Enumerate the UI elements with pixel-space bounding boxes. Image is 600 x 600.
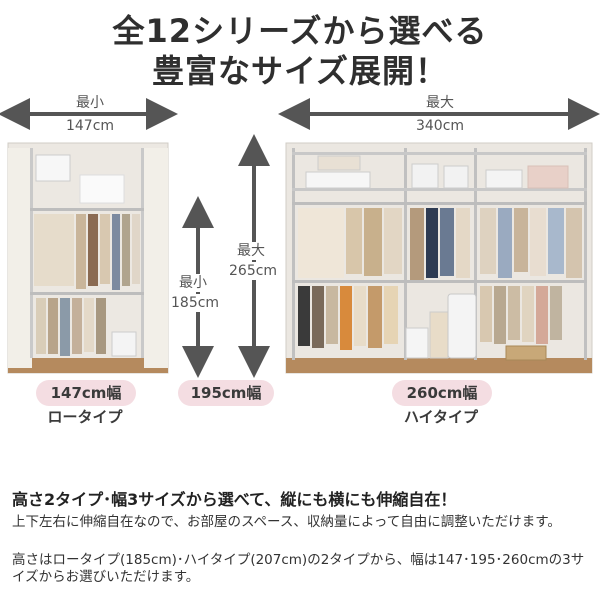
description-paragraph-1: 上下左右に伸縮自在なので、お部屋のスペース、収納量によって自由に調整いただけます… <box>12 514 561 530</box>
low-type-photo <box>7 142 169 374</box>
low-type-width-badge: 147cm幅 <box>36 380 136 406</box>
max-height-value: 265cm <box>228 262 279 280</box>
min-width-caption: 最小 <box>76 95 104 111</box>
mid-width-badge: 195cm幅 <box>178 380 274 406</box>
description-headline: 高さ2タイプ･幅3サイズから選べて、縦にも横にも伸縮自在！ <box>12 490 457 509</box>
max-height-caption: 最大 <box>236 242 266 260</box>
title-line-1: 全12シリーズから選べる <box>112 12 488 50</box>
high-type-photo <box>285 142 593 374</box>
max-width-caption: 最大 <box>426 95 454 111</box>
min-height-value: 185cm <box>170 294 221 312</box>
high-type-label: ハイタイプ <box>403 408 479 426</box>
min-height-caption: 最小 <box>178 274 208 292</box>
description-paragraph-2: 高さはロータイプ(185cm)･ハイタイプ(207cm)の2タイプから、幅は14… <box>12 552 585 585</box>
high-type-width-badge: 260cm幅 <box>392 380 492 406</box>
title-line-2: 豊富なサイズ展開！ <box>151 52 449 90</box>
low-type-label: ロータイプ <box>47 408 123 426</box>
min-width-value: 147cm <box>65 118 115 134</box>
max-width-value: 340cm <box>415 118 465 134</box>
